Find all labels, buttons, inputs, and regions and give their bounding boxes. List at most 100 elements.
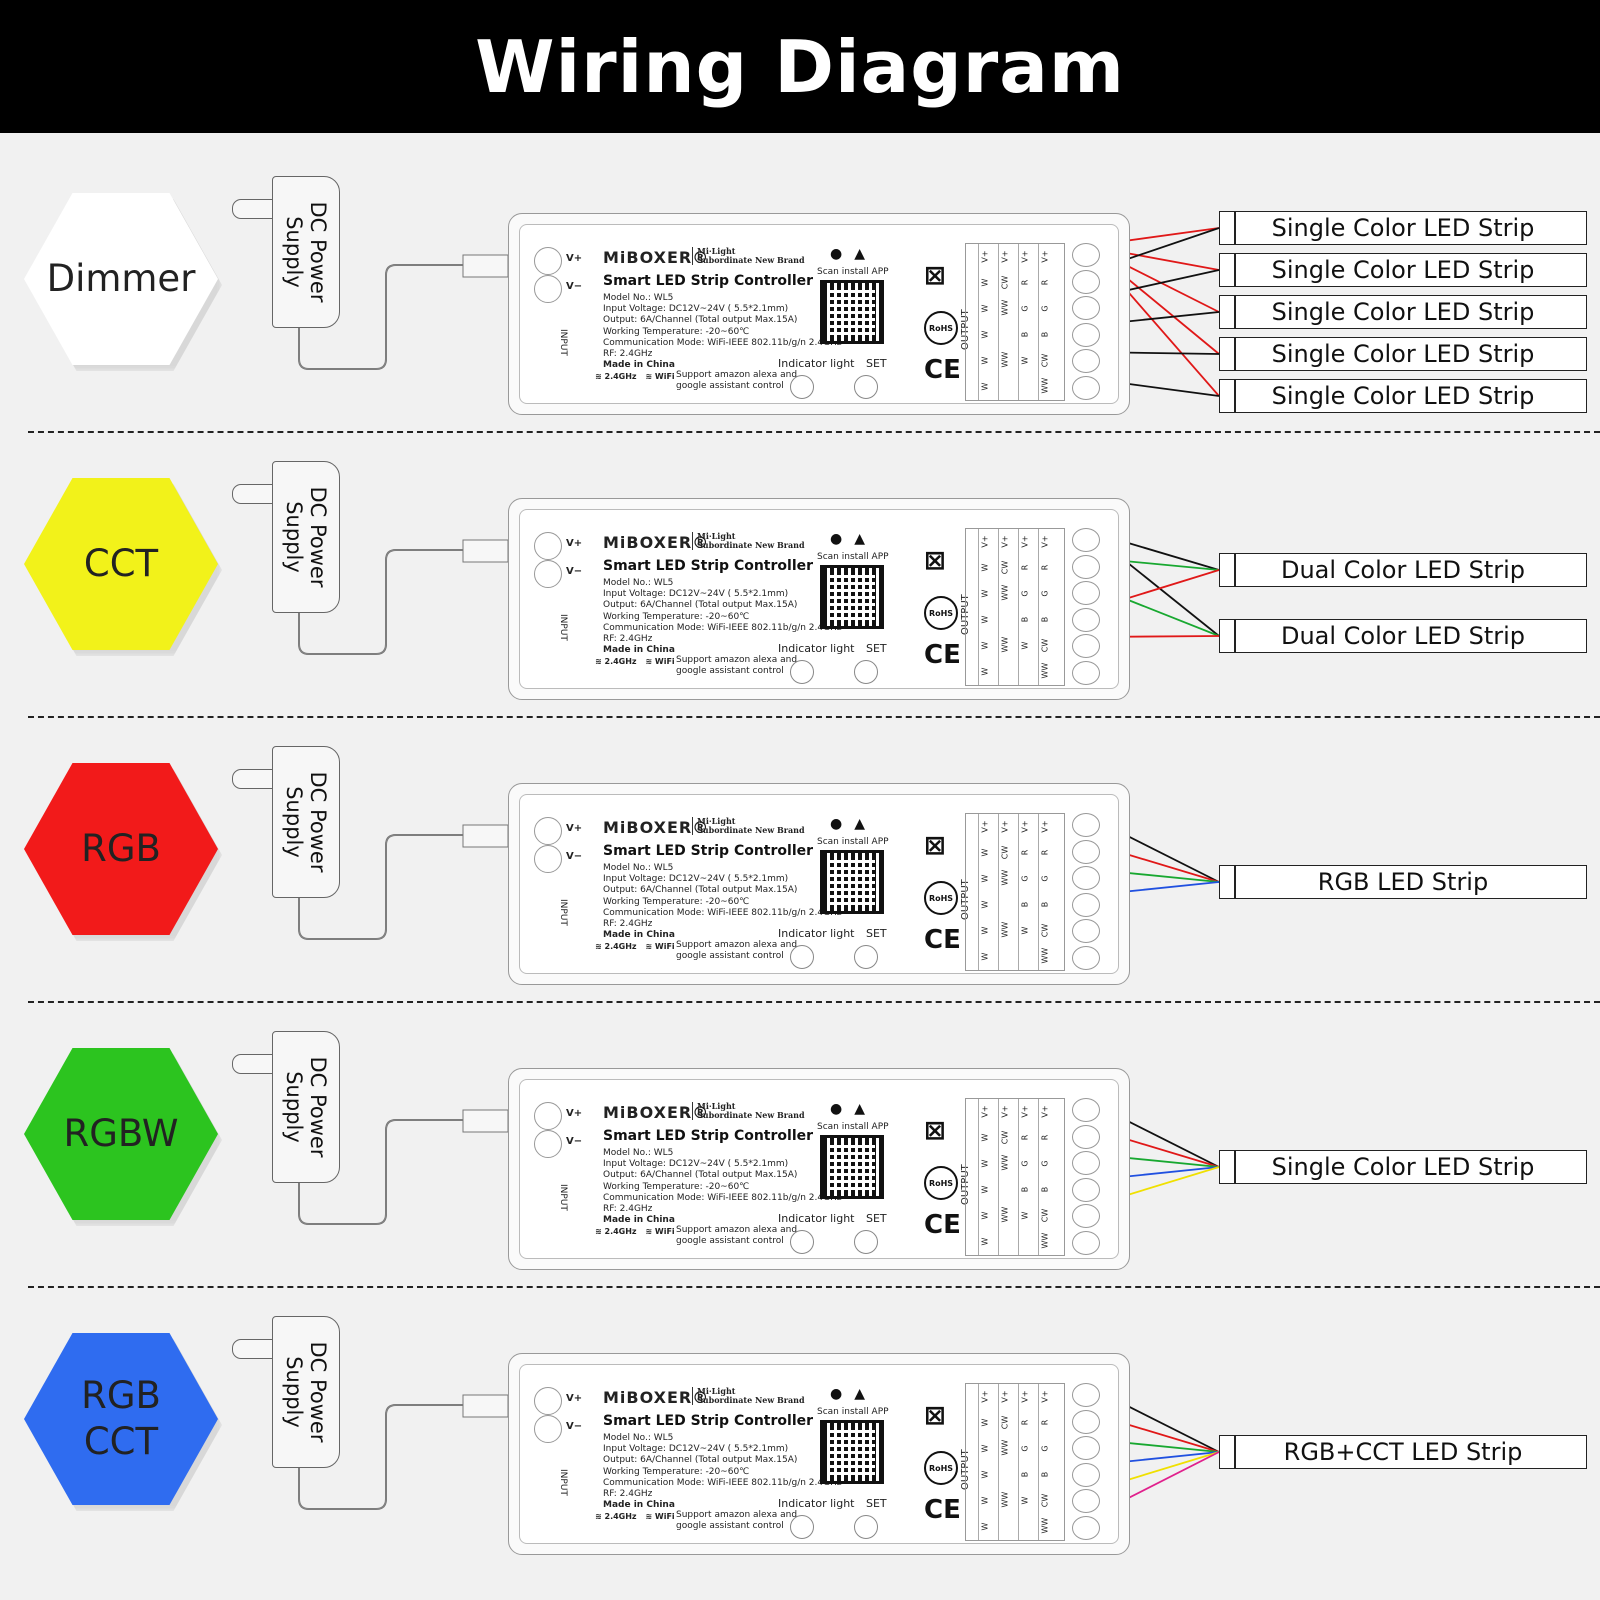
psu-label-line1: DC Power (306, 1341, 331, 1443)
set-button[interactable] (854, 945, 878, 969)
set-button[interactable] (854, 1515, 878, 1539)
pinout-label: W (980, 1185, 990, 1194)
pinout-label: CW (1040, 638, 1050, 653)
set-button[interactable] (854, 660, 878, 684)
spec-line: Output: 6A/Channel (Total output Max.15A… (603, 885, 798, 896)
pinout-label: G (1040, 305, 1050, 312)
spec-line: Working Temperature: -20~60℃ (603, 611, 750, 622)
set-button[interactable] (854, 1230, 878, 1254)
pinout-label: WW (1040, 1232, 1050, 1249)
output-terminal (1072, 1124, 1100, 1149)
vplus-label: V+ (566, 1108, 583, 1119)
indicator-label: Indicator light (778, 357, 855, 370)
voice-support-line: google assistant control (676, 1236, 784, 1246)
vplus-jack (534, 1102, 562, 1130)
pinout-label: WW (1000, 1206, 1010, 1223)
voice-support-line: google assistant control (676, 381, 784, 391)
scan-label: Scan install APP (817, 267, 889, 277)
pinout-label: W (980, 874, 990, 883)
pinout-label: V+ (1020, 1105, 1030, 1118)
psu-label-line2: Supply (282, 786, 306, 858)
pinout-label: WW (1000, 636, 1010, 653)
voice-support-line: google assistant control (676, 951, 784, 961)
spec-line: RF: 2.4GHz (603, 1204, 653, 1215)
vminus-jack (534, 845, 562, 873)
pinout-label: W (980, 278, 990, 287)
page-title: Wiring Diagram (475, 24, 1125, 109)
pinout-label: WW (1000, 584, 1010, 601)
vplus-jack (534, 247, 562, 275)
android-icon: ▲ (854, 531, 865, 547)
sub-brand-tagline: Subordinate New Brand (697, 1109, 805, 1120)
scan-label: Scan install APP (817, 1122, 889, 1132)
psu-label-line1: DC Power (306, 486, 331, 588)
spec-line: Input Voltage: DC12V~24V ( 5.5*2.1mm) (603, 304, 789, 315)
row-separator (28, 1286, 1600, 1288)
led-strip-label: Single Color LED Strip (1219, 295, 1587, 329)
pinout-label: R (1040, 849, 1050, 856)
rf-label: 2.4GHz (604, 942, 637, 951)
vminus-jack (534, 1415, 562, 1443)
spec-line: RF: 2.4GHz (603, 1489, 653, 1500)
set-label: SET (866, 927, 887, 940)
output-terminal (1072, 1515, 1100, 1540)
vminus-label: V− (566, 281, 583, 292)
rohs-badge: RoHS (924, 881, 958, 915)
pinout-label: V+ (980, 1390, 990, 1403)
pinout-label: V+ (1040, 1105, 1050, 1118)
vplus-label: V+ (566, 538, 583, 549)
pinout-label: R (1020, 849, 1030, 856)
spec-line: Model No.: WL5 (603, 578, 674, 588)
pinout-label: R (1020, 1134, 1030, 1141)
pinout-label: WW (1000, 299, 1010, 316)
product-title: Smart LED Strip Controller (603, 273, 814, 289)
set-label: SET (866, 1212, 887, 1225)
set-button[interactable] (854, 375, 878, 399)
pinout-label: V+ (980, 250, 990, 263)
pinout-label: V+ (1020, 820, 1030, 833)
output-terminal (1072, 919, 1100, 943)
spec-line: Working Temperature: -20~60℃ (603, 896, 750, 907)
ce-mark: CE (924, 640, 961, 670)
pinout-label: G (1020, 305, 1030, 312)
vplus-label: V+ (566, 253, 583, 264)
pinout-label: V+ (1040, 250, 1050, 263)
vplus-jack (534, 532, 562, 560)
pinout-label: B (1020, 901, 1030, 908)
wifi-label: WiFi (654, 372, 675, 381)
pinout-label: WW (1000, 1154, 1010, 1171)
qr-code (820, 280, 884, 344)
pinout-label: W (980, 952, 990, 961)
psu-plug (232, 1054, 274, 1074)
row-separator (28, 716, 1600, 718)
apple-icon: ● (830, 531, 843, 547)
pinout-label: CW (1000, 275, 1010, 290)
wifi-icon: ≋ (642, 372, 655, 381)
spec-line: Output: 6A/Channel (Total output Max.15A… (603, 315, 798, 326)
psu-label-line2: Supply (282, 1071, 306, 1143)
pinout-label: V+ (1040, 535, 1050, 548)
psu-label-line1: DC Power (306, 771, 331, 873)
output-terminal (1072, 296, 1100, 320)
spec-line: Working Temperature: -20~60℃ (603, 1181, 750, 1192)
pinout-label: R (1040, 1134, 1050, 1141)
pinout-label: W (1020, 356, 1030, 365)
pinout-label: W (980, 382, 990, 391)
pinout-label: W (980, 563, 990, 572)
android-icon: ▲ (854, 1386, 865, 1402)
